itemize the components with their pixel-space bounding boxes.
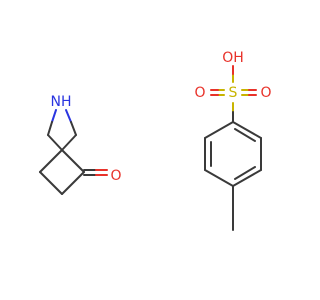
ring-inner-double-1: [234, 128, 256, 142]
hydroxyl-label: OH: [222, 50, 244, 66]
bond-left-spiro: [47, 134, 63, 151]
ring-bond-3: [232, 169, 262, 187]
bond-n-c-right: [65, 109, 72, 123]
sulfonyl-oxygen-left-label: O: [194, 85, 205, 101]
molecule-drawing: NH O OH S O O: [39, 50, 272, 231]
ring-bond-1: [232, 121, 262, 139]
ring-inner-double-2: [234, 166, 256, 180]
bond-carbonyl-spiro: [61, 149, 85, 173]
sulfur-label: S: [229, 85, 238, 101]
ring-bond-6: [204, 121, 234, 139]
bond-c-left-lower: [47, 121, 53, 136]
amine-nh-label: NH: [51, 94, 72, 110]
sulfonyl-oxygen-right-label: O: [260, 85, 271, 101]
bond-c-right-lower: [70, 121, 77, 136]
ring-bond-4: [204, 169, 234, 187]
p-toluenesulfonic-acid: OH S O O: [194, 50, 272, 231]
bond-n-c-left: [51, 109, 57, 123]
bond-upper-left-lower-left: [39, 171, 63, 195]
bond-spiro-upper-left: [39, 149, 63, 173]
ketone-oxygen-label: O: [110, 168, 121, 184]
bond-lower-left-carbonyl: [61, 171, 85, 195]
spiro-amine-ketone: NH O: [39, 94, 122, 195]
bond-right-spiro: [61, 134, 77, 151]
